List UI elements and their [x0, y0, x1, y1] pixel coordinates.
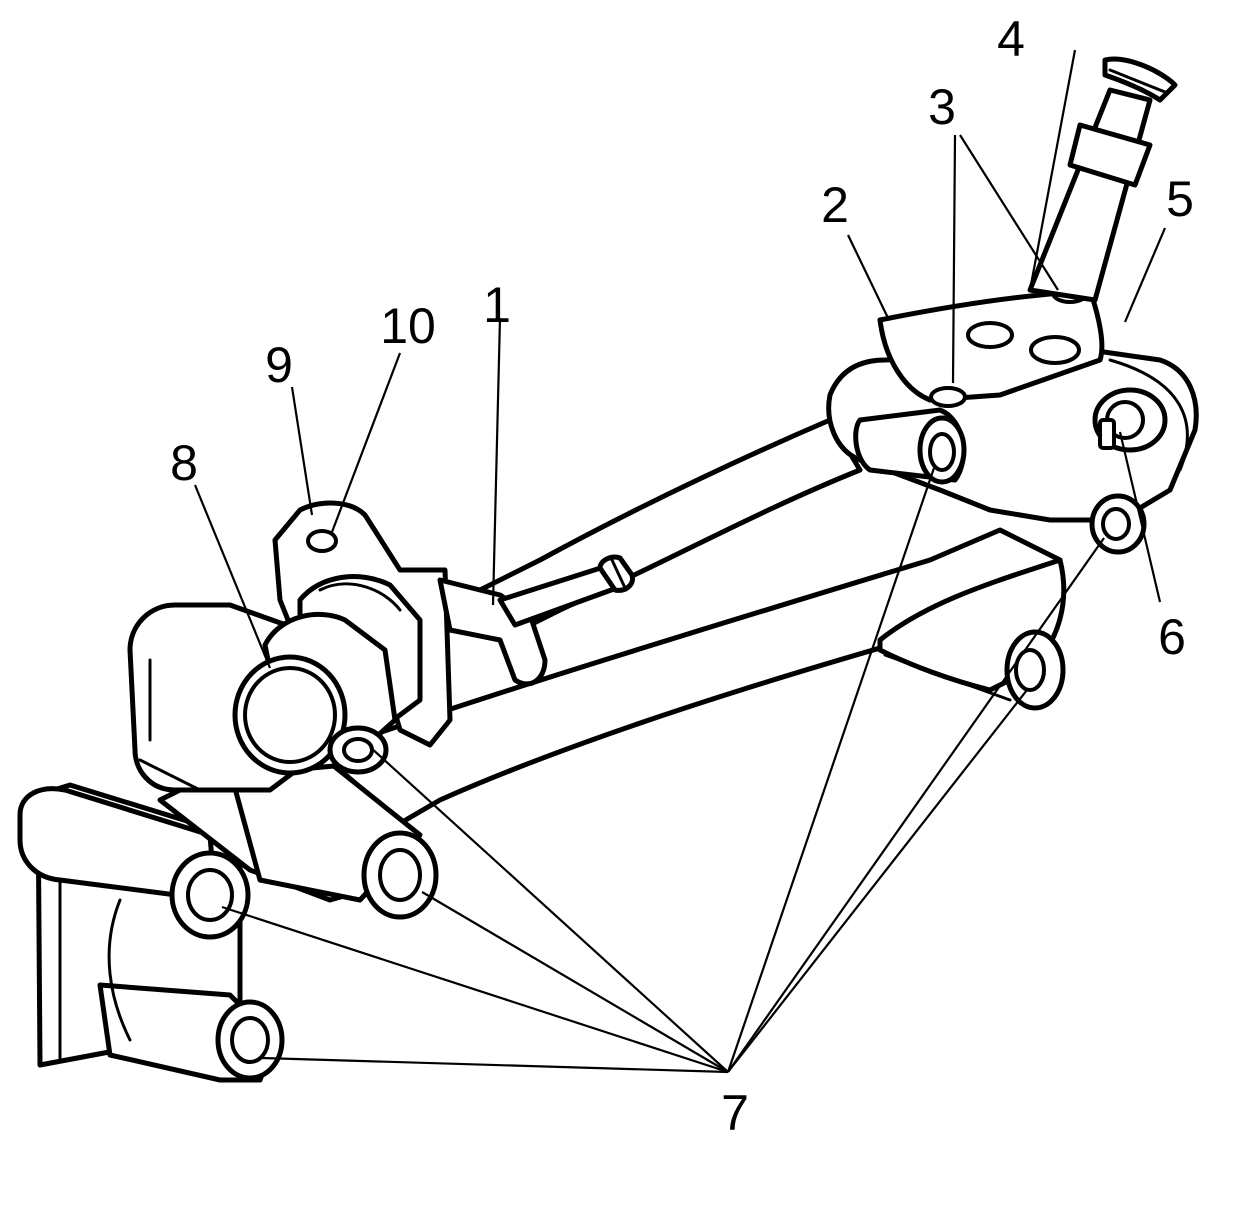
mount-hole-lower: [929, 386, 967, 408]
pin-hole: [306, 529, 338, 553]
linkage-rod: [497, 554, 636, 628]
leader-lines: [193, 49, 1167, 1074]
callout-2: 2: [821, 177, 849, 233]
callout-labels: 1 2 3 4 5 6 7 8 9 10: [170, 11, 1194, 1141]
callout-4: 4: [997, 11, 1025, 67]
bushing-cap: [232, 574, 423, 776]
callout-5: 5: [1166, 171, 1194, 227]
callout-7: 7: [721, 1085, 749, 1141]
callout-1: 1: [483, 277, 511, 333]
right-housing: [826, 282, 1199, 711]
callout-6: 6: [1158, 609, 1186, 665]
left-bushings: [169, 725, 439, 1081]
callout-9: 9: [265, 337, 293, 393]
callout-10: 10: [380, 298, 436, 354]
callout-3: 3: [928, 79, 956, 135]
callout-8: 8: [170, 435, 198, 491]
vent-tube: [1027, 56, 1178, 303]
